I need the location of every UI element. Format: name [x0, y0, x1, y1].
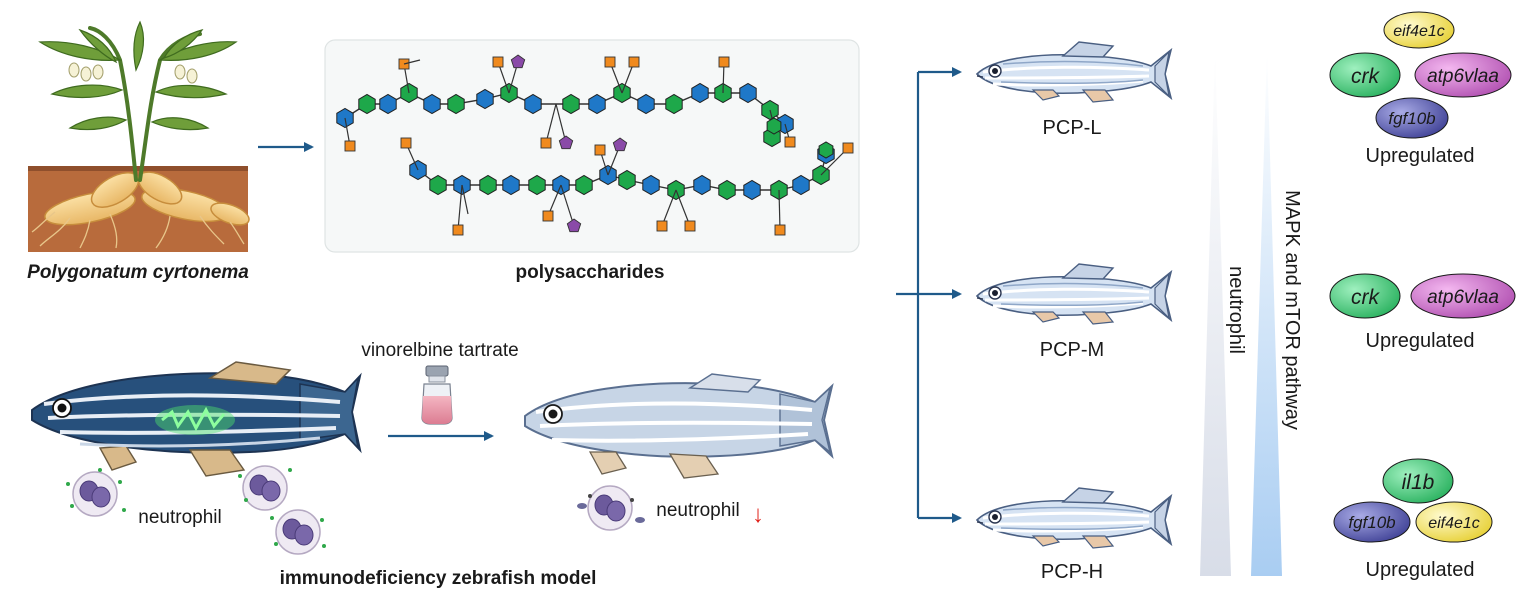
drug-label: vinorelbine tartrate	[361, 340, 518, 361]
branch-pentagon	[558, 135, 574, 150]
branch-square	[774, 224, 786, 236]
group-label-pcp-l: PCP-L	[1043, 117, 1102, 139]
glucose-hexagon	[379, 93, 397, 115]
branch-hexagon	[766, 117, 782, 135]
branch-pentagon	[510, 54, 526, 69]
branch-square	[684, 220, 696, 232]
branch-square	[718, 56, 730, 68]
gene-badge-fgf10b: fgf10b	[1375, 97, 1449, 139]
residue-hexagon	[447, 93, 465, 115]
pcp-l-zebrafish	[975, 40, 1173, 104]
branch-square	[842, 142, 854, 154]
gene-badge-eif4e1c: eif4e1c	[1383, 11, 1455, 49]
pathway-gradient-label: MAPK and mTOR pathway	[1281, 190, 1303, 430]
branch-square	[784, 136, 796, 148]
gene-badge-fgf10b-h: fgf10b	[1333, 501, 1411, 543]
model-title: immunodeficiency zebrafish model	[280, 568, 597, 589]
pcp-h-status: Upregulated	[1366, 559, 1475, 581]
svg-text:atp6vlaa: atp6vlaa	[1427, 66, 1499, 87]
branch-square	[400, 137, 412, 149]
neutrophil-cell-reduced	[577, 485, 645, 531]
pcp-l-status: Upregulated	[1366, 145, 1475, 167]
svg-text:fgf10b: fgf10b	[1388, 109, 1435, 128]
pathway-gradient-wedge	[1251, 50, 1282, 576]
branch-square	[628, 56, 640, 68]
residue-hexagon	[528, 174, 546, 196]
polysaccharide-structure	[336, 54, 854, 236]
glucose-hexagon	[691, 82, 709, 104]
neutrophil-label: neutrophil	[138, 507, 221, 528]
glucose-hexagon	[502, 174, 520, 196]
gene-badge-crk-m: crk	[1329, 273, 1401, 319]
gene-badge-atp6vlaa: atp6vlaa	[1414, 52, 1512, 98]
branch-square	[656, 220, 668, 232]
svg-text:crk: crk	[1351, 286, 1380, 309]
branch-square	[594, 144, 606, 156]
treatment-branch-arrows	[896, 67, 962, 523]
branch-square	[540, 137, 552, 149]
gene-badge-atp6vlaa-m: atp6vlaa	[1410, 273, 1516, 319]
drug-vial-icon	[421, 365, 453, 425]
glucose-hexagon	[588, 93, 606, 115]
residue-hexagon	[575, 174, 593, 196]
glucose-hexagon	[637, 93, 655, 115]
pcp-h-zebrafish	[975, 486, 1173, 550]
neutrophil-gradient-label: neutrophil	[1225, 266, 1247, 354]
branch-hexagon	[818, 141, 834, 159]
pcp-m-status: Upregulated	[1366, 330, 1475, 352]
residue-hexagon	[429, 174, 447, 196]
group-label-pcp-h: PCP-H	[1041, 561, 1103, 583]
branch-pentagon	[566, 218, 582, 233]
glucose-hexagon	[693, 174, 711, 196]
polygonatum-plant-illustration	[28, 20, 250, 252]
residue-hexagon	[718, 179, 736, 201]
gene-badge-il1b: il1b	[1382, 458, 1454, 504]
residue-hexagon	[358, 93, 376, 115]
branch-square	[452, 224, 464, 236]
residue-hexagon	[665, 93, 683, 115]
svg-text:eif4e1c: eif4e1c	[1428, 515, 1480, 532]
svg-text:il1b: il1b	[1402, 471, 1435, 494]
glucose-hexagon	[423, 93, 441, 115]
branch-pentagon	[612, 137, 628, 152]
branch-square	[542, 210, 554, 222]
group-label-pcp-m: PCP-M	[1040, 339, 1104, 361]
glucose-hexagon	[642, 174, 660, 196]
neutrophil-cells-normal	[66, 465, 326, 555]
glucose-hexagon	[739, 82, 757, 104]
gene-badge-eif4e1c-h: eif4e1c	[1415, 501, 1493, 543]
svg-text:atp6vlaa: atp6vlaa	[1427, 287, 1499, 308]
glucose-hexagon	[476, 88, 494, 110]
plant-species-label: Polygonatum cyrtonema	[27, 262, 249, 283]
svg-text:fgf10b: fgf10b	[1348, 513, 1395, 532]
healthy-zebrafish	[31, 361, 362, 477]
reduced-neutrophil-label: neutrophil	[656, 500, 739, 521]
branch-square	[604, 56, 616, 68]
branch-square	[492, 56, 504, 68]
polysaccharide-label: polysaccharides	[516, 262, 665, 283]
glucose-hexagon	[524, 93, 542, 115]
neutrophil-gradient-wedge	[1200, 50, 1231, 576]
glucose-hexagon	[792, 174, 810, 196]
pcp-m-zebrafish	[975, 262, 1173, 326]
decrease-arrow: ↓	[752, 501, 764, 528]
residue-hexagon	[618, 169, 636, 191]
svg-text:eif4e1c: eif4e1c	[1393, 23, 1445, 40]
immunodeficient-zebrafish	[524, 373, 834, 479]
svg-text:crk: crk	[1351, 65, 1380, 88]
branch-square	[344, 140, 356, 152]
gene-badge-crk: crk	[1329, 52, 1401, 98]
residue-hexagon	[562, 93, 580, 115]
residue-hexagon	[479, 174, 497, 196]
glucose-hexagon	[743, 179, 761, 201]
